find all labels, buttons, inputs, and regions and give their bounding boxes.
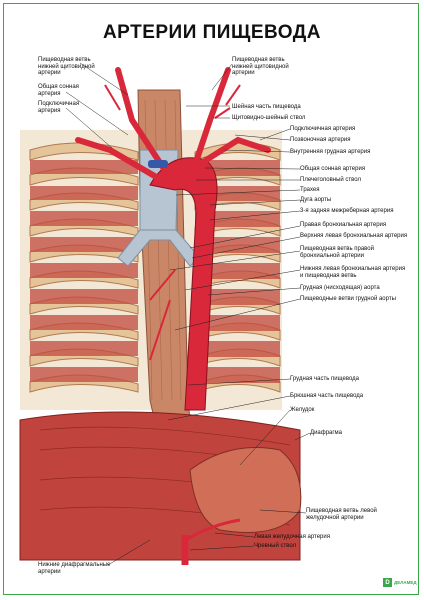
diaphragm-muscle-lines — [39, 426, 291, 526]
label-common-carotid-left: Общая сонная артерия — [38, 84, 79, 97]
logo-text: ДЕЛАМЕД — [394, 580, 417, 585]
label-internal-thoracic: Внутренняя грудная артерия — [290, 149, 371, 155]
poster-frame — [3, 3, 419, 595]
label-common-carotid-right: Общая сонная артерия — [300, 166, 366, 172]
label-right-bronchial-branch: Пищеводная ветвь правой бронхиальной арт… — [300, 246, 374, 259]
publisher-logo: D ДЕЛАМЕД — [383, 578, 417, 587]
neck-arteries — [75, 67, 271, 181]
label-stomach: Желудок — [290, 407, 315, 413]
label-thyroid-branch-right: Пищеводная ветвь нижней щитовидной артер… — [232, 57, 289, 77]
label-inferior-phrenic: Нижние диафрагмальные артерии — [38, 562, 111, 575]
label-aortic-arch: Дуга аорты — [300, 197, 332, 203]
label-upper-left-bronchial: Верхняя левая бронхиальная артерия — [300, 233, 408, 239]
leader-lines — [65, 62, 311, 566]
label-celiac-trunk: Чревный ствол — [254, 543, 297, 549]
left-gastric-artery — [185, 518, 241, 542]
intercostal-muscles — [30, 160, 280, 383]
label-trachea: Трахея — [300, 187, 320, 193]
label-subclavian-right: Подключичная артерия — [290, 126, 356, 132]
logo-mark-icon: D — [383, 578, 392, 587]
stomach — [189, 447, 302, 533]
label-thyrocervical-trunk: Щитовидно-шейный ствол — [232, 115, 306, 121]
label-left-gastric-branch: Пищеводная ветвь левой желудочной артери… — [306, 508, 377, 521]
label-posterior-intercostal: 3-я задняя межреберная артерия — [300, 208, 394, 214]
label-left-gastric-artery: Левая желудочная артерия — [254, 534, 330, 540]
label-right-bronchial: Правая бронхиальная артерия — [300, 222, 387, 228]
label-abdominal-esophagus: Брюшная часть пищевода — [290, 393, 364, 399]
bronchi — [117, 229, 201, 267]
label-thoracic-esophagus: Грудная часть пищевода — [290, 376, 360, 382]
label-thoracic-aorta: Грудная (нисходящая) аорта — [300, 285, 380, 291]
label-cervical-esophagus: Шейная часть пищевода — [232, 104, 301, 110]
aortic-arch — [149, 157, 218, 411]
label-lower-left-bronchial: Нижняя левая бронхиальная артерия и пище… — [300, 266, 406, 279]
poster-title: АРТЕРИИ ПИЩЕВОДА — [102, 22, 322, 43]
label-subclavian-left: Подключичная артерия — [38, 101, 80, 114]
label-diaphragm: Диафрагма — [310, 430, 343, 436]
label-aortic-esophageal-branches: Пищеводные ветви грудной аорты — [300, 296, 396, 302]
small-branches — [104, 84, 241, 361]
label-thyroid-branch-left: Пищеводная ветвь нижней щитовидной артер… — [38, 57, 95, 77]
label-brachiocephalic: Плечеголовный ствол — [300, 177, 361, 183]
label-vertebral: Позвоночная артерия — [290, 137, 351, 143]
